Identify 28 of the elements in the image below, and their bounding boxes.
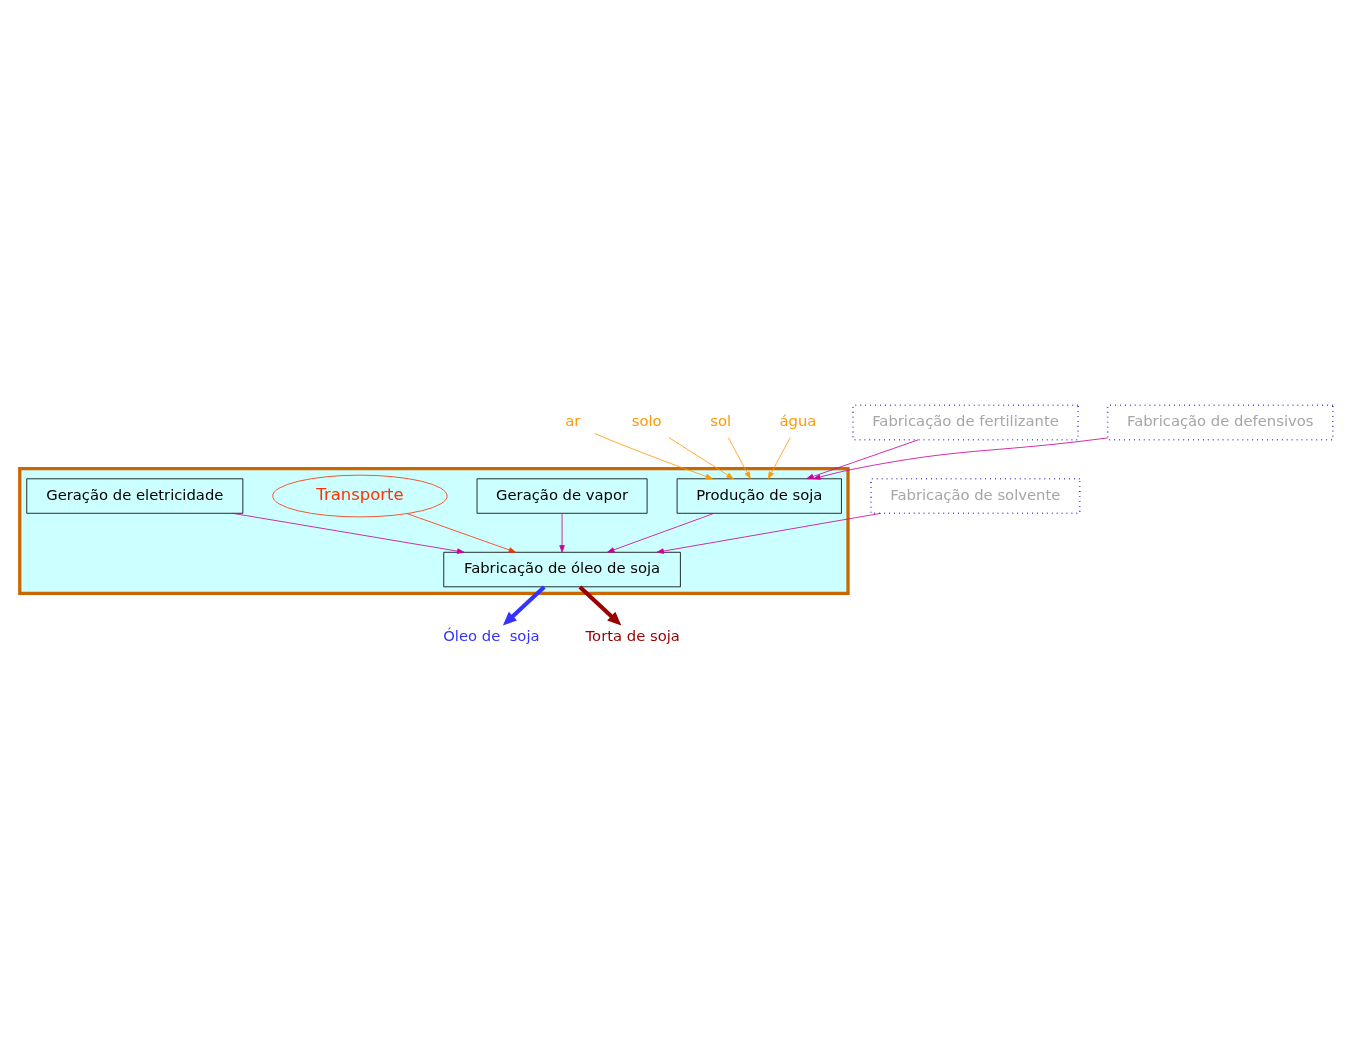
node-text: Óleo de soja [443,626,540,644]
arrow [559,513,565,553]
arrow [727,437,751,479]
arrow [502,585,546,626]
arrow [767,437,791,479]
arrow [594,433,713,480]
node-ellipse: Transporte [272,474,448,518]
node-box: Produção de soja [676,478,842,514]
node-text: água [779,412,817,430]
node-text: Torta de soja [585,626,680,644]
node-box: Geração de vapor [476,478,648,514]
node-text: sol [710,412,732,430]
node-text: ar [565,412,581,430]
node-box: Fabricação de fertilizante [852,404,1079,441]
arrow [406,513,517,553]
node-text: solo [631,412,662,430]
arrow [232,512,465,554]
node-box: Geração de eletricidade [26,478,244,514]
node-box: Fabricação de óleo de soja [443,551,681,588]
cluster [18,466,850,595]
arrow [813,437,1108,480]
arrow [607,512,715,553]
arrow [578,585,622,626]
node-box: Fabricação de defensivos [1106,404,1334,441]
arrow [668,436,734,480]
arrow [806,439,919,480]
node-box: Fabricação de solvente [870,477,1081,515]
arrow [656,512,882,554]
